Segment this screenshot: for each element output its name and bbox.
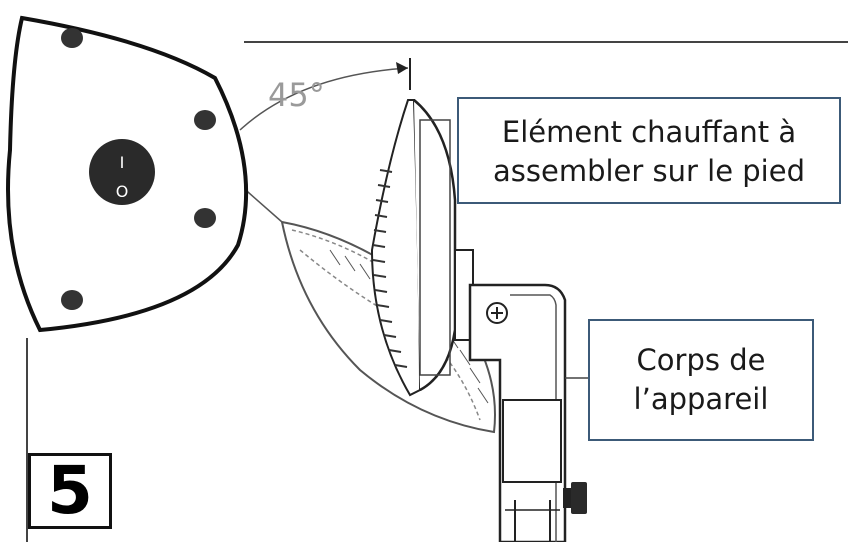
base-screw-right-lower bbox=[194, 208, 216, 228]
angle-label: 45° bbox=[268, 76, 325, 114]
power-switch bbox=[89, 139, 155, 205]
appliance-body-callout-line2: l’appareil bbox=[633, 382, 769, 416]
appliance-body-callout-line1: Corps de bbox=[636, 343, 766, 377]
heating-element-callout: Elément chauffant à assembler sur le pie… bbox=[457, 97, 841, 204]
switch-off-symbol: O bbox=[116, 182, 129, 201]
angle-arc bbox=[239, 67, 409, 131]
heating-element-callout-line2: assembler sur le pied bbox=[493, 154, 805, 188]
heating-element-upright bbox=[370, 99, 474, 397]
switch-on-symbol: I bbox=[120, 153, 125, 172]
appliance-body bbox=[468, 283, 567, 542]
angle-arrowhead bbox=[396, 62, 408, 74]
base-screw-top-left bbox=[61, 28, 83, 48]
heating-element-callout-line1: Elément chauffant à bbox=[501, 115, 797, 149]
base-screw-bottom-left bbox=[61, 290, 83, 310]
appliance-body-callout: Corps de l’appareil bbox=[588, 319, 814, 441]
base-screw-right-upper bbox=[194, 110, 216, 130]
step-number: 5 bbox=[28, 453, 112, 529]
locking-knob bbox=[563, 482, 587, 514]
